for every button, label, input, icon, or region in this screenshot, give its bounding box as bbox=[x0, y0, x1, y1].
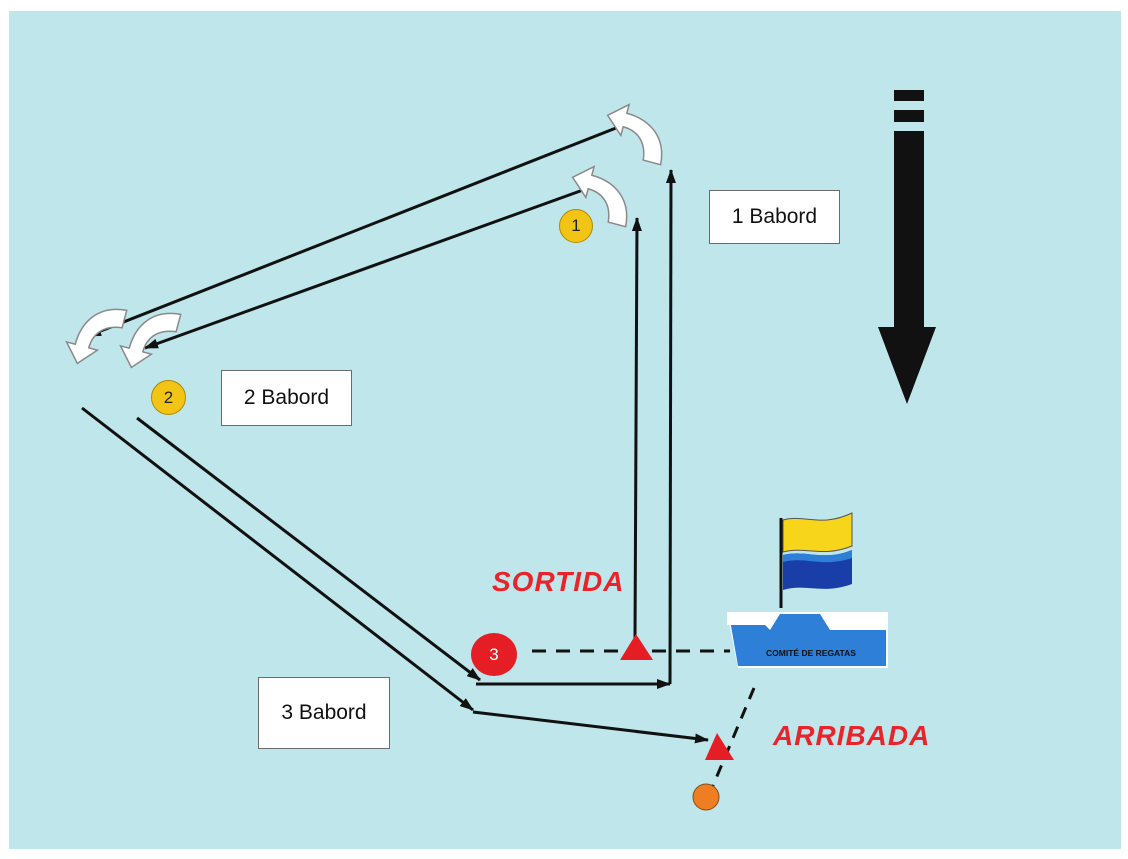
finish-label: ARRIBADA bbox=[773, 720, 931, 751]
wind-direction-arrow-icon bbox=[878, 90, 936, 404]
leg-start-to-mark1 bbox=[631, 217, 642, 639]
start-mark-triangle bbox=[620, 634, 653, 660]
committee-flag-icon bbox=[779, 512, 853, 608]
course-lines bbox=[81, 126, 709, 744]
committee-boat-icon bbox=[727, 612, 888, 668]
leg-mark1-to-mark2 bbox=[144, 188, 584, 350]
water-background bbox=[9, 11, 1121, 849]
leg-mark1-to-mark2-outer bbox=[87, 126, 617, 338]
finish-line bbox=[710, 687, 756, 789]
leg2-label: 2 Babord bbox=[221, 370, 352, 426]
leg-to-finish-line bbox=[472, 710, 709, 744]
leg1-label: 1 Babord bbox=[709, 190, 840, 244]
mark-3-badge: 3 bbox=[471, 633, 517, 676]
leg-mark2-to-finish bbox=[81, 406, 474, 712]
mark-2-badge: 2 bbox=[151, 380, 186, 415]
finish-buoy-icon bbox=[692, 783, 720, 811]
mark-1-badge: 1 bbox=[559, 209, 593, 243]
leg3-label: 3 Babord bbox=[258, 677, 390, 749]
start-label: SORTIDA bbox=[492, 566, 625, 597]
leg-mark2-to-mark3 bbox=[136, 416, 481, 682]
leg-gate-to-mark1-outer bbox=[665, 169, 676, 685]
committee-boat-text: COMITÉ DE REGATAS bbox=[766, 648, 856, 658]
finish-mark-triangle bbox=[705, 733, 734, 760]
